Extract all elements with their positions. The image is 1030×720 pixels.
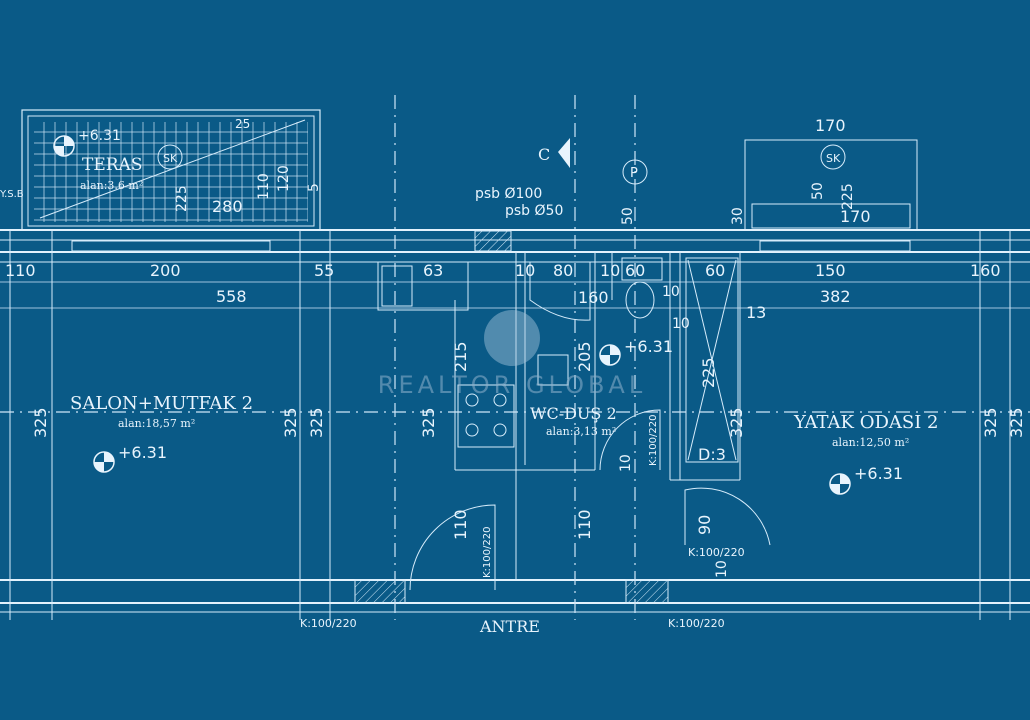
room-area-teras: alan:3.6 m² <box>80 179 143 192</box>
svg-text:110: 110 <box>5 261 36 280</box>
svg-text:325: 325 <box>281 407 300 438</box>
terrace <box>21 109 321 231</box>
svg-text:50: 50 <box>620 207 636 225</box>
svg-text:80: 80 <box>553 261 573 280</box>
axis-lines <box>0 95 1030 620</box>
svg-text:325: 325 <box>31 407 50 438</box>
svg-text:13: 13 <box>746 303 766 322</box>
svg-text:55: 55 <box>314 261 334 280</box>
room-name-teras: TERAS <box>82 155 142 175</box>
sk-symbol-2 <box>820 144 846 170</box>
door-label-4: K:100/220 <box>648 415 659 466</box>
psb-label-2: psb Ø50 <box>505 203 563 219</box>
bathroom-fixtures <box>529 257 739 463</box>
watermark-logo <box>484 310 540 366</box>
svg-text:225: 225 <box>840 183 856 210</box>
door-label-1: K:100/220 <box>688 546 745 559</box>
walls <box>0 229 1030 620</box>
svg-text:170: 170 <box>840 207 871 226</box>
svg-text:+6.31: +6.31 <box>78 128 121 144</box>
room-name-wc: WC-DUŞ 2 <box>530 404 617 423</box>
room-name-salon: SALON+MUTFAK 2 <box>70 393 253 414</box>
svg-text:325: 325 <box>419 407 438 438</box>
svg-text:10: 10 <box>618 454 634 472</box>
sk-label-1: SK <box>163 152 178 165</box>
svg-text:10: 10 <box>600 261 620 280</box>
svg-text:10: 10 <box>515 261 535 280</box>
level-marker-teras: +6.31 <box>53 128 121 157</box>
wall-hatch-2 <box>354 579 406 604</box>
svg-text:325: 325 <box>307 407 326 438</box>
svg-text:280: 280 <box>212 197 243 216</box>
sk-label-2: SK <box>826 152 841 165</box>
svg-text:60: 60 <box>705 261 725 280</box>
level-marker-salon: +6.31 <box>93 443 167 473</box>
room-name-yatak: YATAK ODASI 2 <box>793 412 939 433</box>
svg-text:120: 120 <box>276 165 292 192</box>
svg-text:558: 558 <box>216 287 247 306</box>
svg-text:325: 325 <box>981 407 1000 438</box>
svg-text:160: 160 <box>578 288 609 307</box>
svg-text:110: 110 <box>451 509 470 540</box>
svg-text:30: 30 <box>730 207 746 225</box>
level-marker-wc: +6.31 <box>599 337 673 366</box>
svg-text:+6.31: +6.31 <box>118 443 167 462</box>
watermark-text: REALTOR GLOBAL <box>378 371 646 399</box>
svg-text:110: 110 <box>256 173 272 200</box>
sk-symbol-1 <box>157 144 183 170</box>
svg-text:382: 382 <box>820 287 851 306</box>
svg-text:200: 200 <box>150 261 181 280</box>
window-2 <box>759 240 911 252</box>
room-area-wc: alan:3,13 m² <box>546 425 616 438</box>
section-marker <box>558 138 570 168</box>
svg-text:90: 90 <box>695 515 714 535</box>
wall-hatch-3 <box>625 579 669 604</box>
p-symbol <box>622 159 648 185</box>
svg-text:63: 63 <box>423 261 443 280</box>
svg-text:325: 325 <box>727 407 746 438</box>
wall-hatch-1 <box>474 230 512 252</box>
svg-text:10: 10 <box>662 284 680 300</box>
door-swings <box>409 409 771 591</box>
svg-text:215: 215 <box>451 341 470 372</box>
ysb-label: Y.S.B <box>0 189 24 200</box>
svg-text:160: 160 <box>970 261 1001 280</box>
section-label: C <box>538 145 550 164</box>
svg-text:205: 205 <box>575 341 594 372</box>
svg-text:225: 225 <box>174 185 190 212</box>
svg-text:150: 150 <box>815 261 846 280</box>
room-area-salon: alan:18,57 m² <box>118 417 195 430</box>
svg-text:60: 60 <box>625 261 645 280</box>
window-1 <box>71 240 271 252</box>
svg-text:325: 325 <box>1007 407 1026 438</box>
psb-label-1: psb Ø100 <box>475 186 542 202</box>
svg-text:170: 170 <box>815 116 846 135</box>
d3-label: D:3 <box>698 445 726 464</box>
svg-text:+6.31: +6.31 <box>624 337 673 356</box>
level-marker-yatak: +6.31 <box>829 464 903 495</box>
door-label-2: K:100/220 <box>300 617 357 630</box>
svg-text:10: 10 <box>672 316 690 332</box>
svg-text:+6.31: +6.31 <box>854 464 903 483</box>
door-label-3: K:100/220 <box>668 617 725 630</box>
door-label-5: K:100/220 <box>482 527 493 578</box>
kitchen <box>377 261 515 448</box>
room-name-antre: ANTRE <box>479 617 540 636</box>
svg-text:110: 110 <box>575 509 594 540</box>
svg-text:225: 225 <box>699 357 718 388</box>
svg-text:5: 5 <box>306 183 322 192</box>
dimension-row-top: 110 200 55 63 10 80 10 160 60 10 60 150 … <box>5 261 1001 307</box>
svg-text:10: 10 <box>714 560 730 578</box>
svg-text:50: 50 <box>810 182 826 200</box>
dimension-misc: 170 170 280 25 120 110 50 225 5 30 50 32… <box>31 116 1026 578</box>
p-label: P <box>630 166 638 181</box>
room-area-yatak: alan:12,50 m² <box>832 436 909 449</box>
svg-text:25: 25 <box>235 117 250 131</box>
